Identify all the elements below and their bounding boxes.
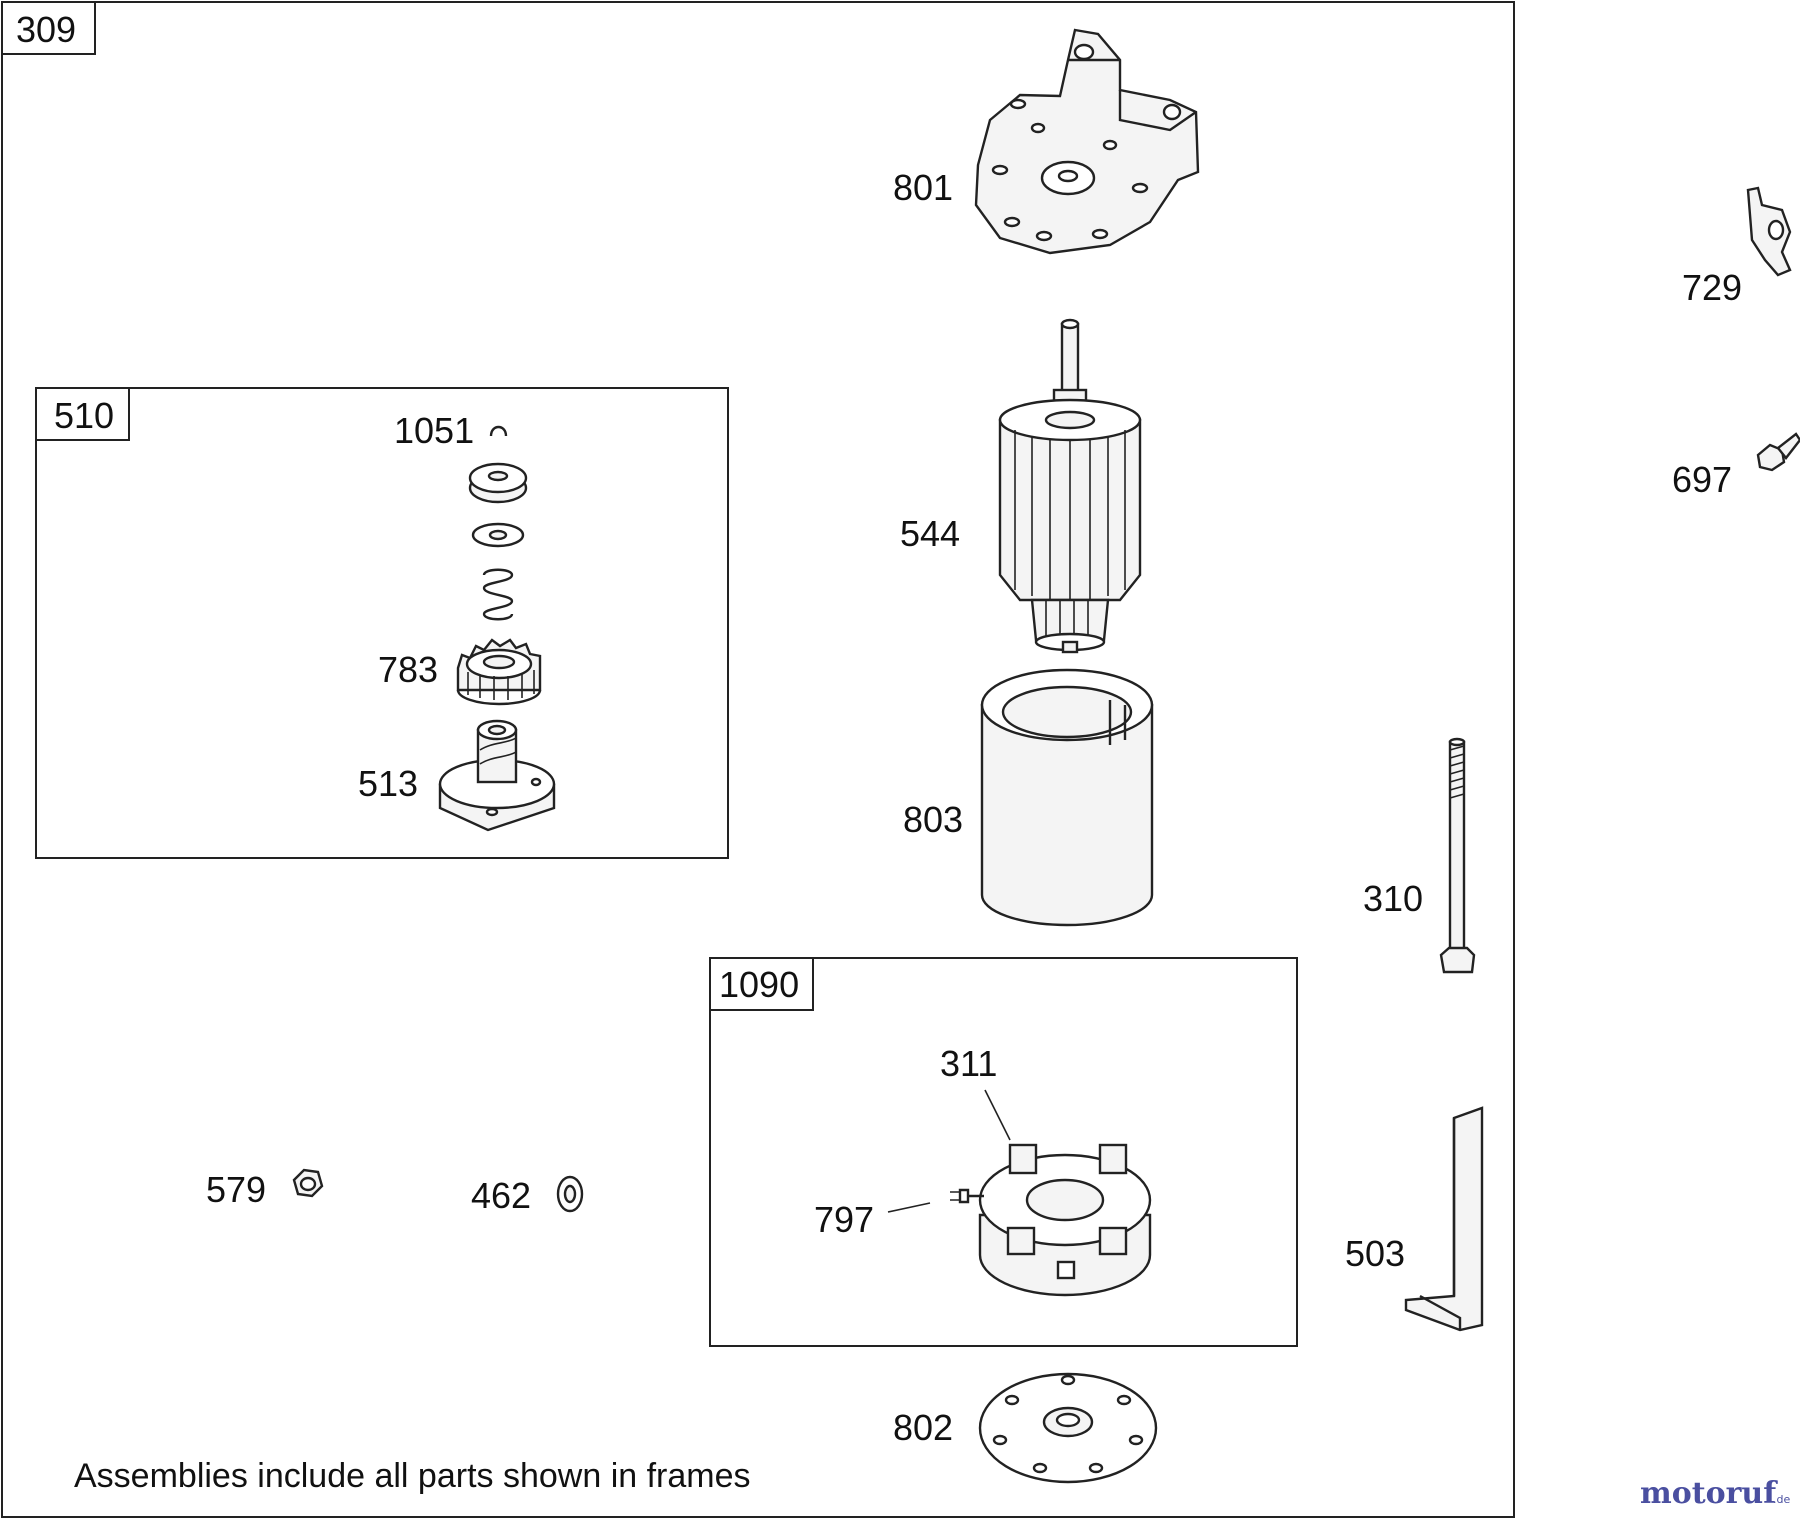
outer-frame-tag bbox=[1, 1, 96, 55]
part-310-bolt bbox=[1439, 737, 1476, 974]
frame-label-510: 510 bbox=[54, 395, 114, 436]
watermark-logo: motoruf .de bbox=[1640, 1476, 1790, 1511]
assemblies-note: Assemblies include all parts shown in fr… bbox=[74, 1457, 751, 1495]
label-801: 801 bbox=[893, 167, 953, 208]
leader-311 bbox=[984, 1089, 1011, 1141]
part-311-brush-holder bbox=[950, 1143, 1152, 1297]
label-802: 802 bbox=[893, 1407, 953, 1448]
part-803-housing bbox=[980, 668, 1154, 927]
pinion-kit-frame bbox=[35, 387, 729, 859]
part-801-bracket bbox=[974, 28, 1200, 255]
part-802-end-plate bbox=[978, 1372, 1158, 1484]
part-503-strip bbox=[1404, 1106, 1484, 1332]
label-544: 544 bbox=[900, 513, 960, 554]
watermark-suffix: .de bbox=[1773, 1493, 1790, 1506]
label-783: 783 bbox=[378, 649, 438, 690]
watermark-text: motoruf bbox=[1640, 1476, 1778, 1511]
label-729: 729 bbox=[1682, 267, 1742, 308]
label-310: 310 bbox=[1363, 878, 1423, 919]
part-544-armature bbox=[998, 318, 1142, 654]
part-729-clip bbox=[1746, 186, 1792, 277]
label-803: 803 bbox=[903, 799, 963, 840]
brush-kit-frame-tag bbox=[709, 957, 814, 1011]
label-503: 503 bbox=[1345, 1233, 1405, 1274]
frame-label-309: 309 bbox=[16, 9, 76, 50]
pinion-kit-frame-tag bbox=[35, 387, 130, 441]
label-1051: 1051 bbox=[394, 410, 474, 451]
label-579: 579 bbox=[206, 1169, 266, 1210]
part-cap bbox=[468, 462, 528, 504]
part-697-screw bbox=[1756, 432, 1800, 472]
label-797: 797 bbox=[814, 1199, 874, 1240]
leader-797 bbox=[887, 1202, 931, 1213]
part-513-drive-helix bbox=[438, 719, 556, 832]
part-1051-clip bbox=[489, 425, 508, 437]
brush-kit-frame bbox=[709, 957, 1298, 1347]
label-697: 697 bbox=[1672, 459, 1732, 500]
part-783-pinion-gear bbox=[456, 638, 542, 706]
part-462-washer bbox=[556, 1175, 584, 1213]
part-washer bbox=[471, 522, 525, 548]
part-579-nut bbox=[292, 1168, 324, 1198]
label-311: 311 bbox=[940, 1043, 997, 1084]
outer-frame bbox=[1, 1, 1515, 1518]
label-462: 462 bbox=[471, 1175, 531, 1216]
part-spring bbox=[482, 568, 514, 621]
label-513: 513 bbox=[358, 763, 418, 804]
frame-label-1090: 1090 bbox=[719, 964, 799, 1005]
